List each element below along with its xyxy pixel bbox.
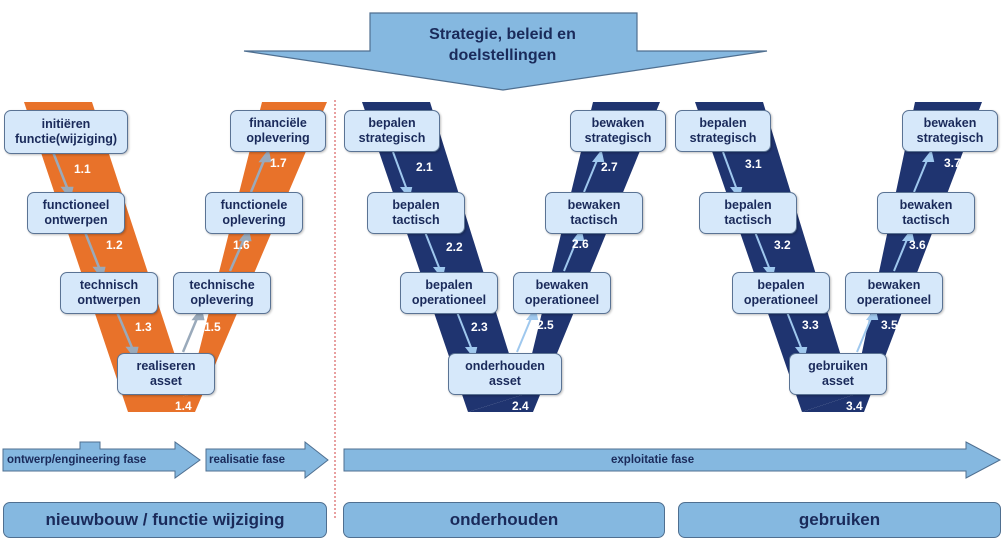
- step-number: 1.1: [74, 162, 91, 176]
- step-box[interactable]: technisch ontwerpen: [60, 272, 158, 314]
- step-label: technische oplevering: [189, 278, 255, 307]
- category-label: nieuwbouw / functie wijziging: [45, 510, 285, 529]
- step-label: financiële oplevering: [246, 116, 310, 145]
- phase-realisatie-label: realisatie fase: [209, 454, 286, 466]
- step-label: bewaken operationeel: [856, 278, 932, 307]
- category-gebruiken[interactable]: gebruiken: [678, 502, 1001, 538]
- strategy-title: Strategie, beleid en doelstellingen: [429, 26, 576, 64]
- step-box[interactable]: functionele oplevering: [205, 192, 303, 234]
- step-number: 2.5: [537, 318, 554, 332]
- step-box[interactable]: bewaken strategisch: [570, 110, 666, 152]
- step-box[interactable]: bewaken operationeel: [845, 272, 943, 314]
- step-number: 2.4: [512, 399, 529, 413]
- step-label: bepalen operationeel: [411, 278, 487, 307]
- step-label: bewaken operationeel: [524, 278, 600, 307]
- step-number: 1.4: [175, 399, 192, 413]
- step-label: bepalen strategisch: [689, 116, 757, 145]
- step-box[interactable]: gebruiken asset: [789, 353, 887, 395]
- step-number: 2.2: [446, 240, 463, 254]
- step-number: 3.1: [745, 157, 762, 171]
- step-box[interactable]: bewaken tactisch: [545, 192, 643, 234]
- phase-arrow-ontwerp-shape: [2, 441, 201, 479]
- step-label: bepalen operationeel: [743, 278, 819, 307]
- step-box[interactable]: bepalen tactisch: [367, 192, 465, 234]
- step-label: realiseren asset: [136, 359, 196, 388]
- step-label: bepalen tactisch: [724, 198, 772, 227]
- step-number: 1.5: [204, 320, 221, 334]
- step-number: 3.6: [909, 238, 926, 252]
- step-box[interactable]: bepalen tactisch: [699, 192, 797, 234]
- step-box[interactable]: initiëren functie(wijziging): [4, 110, 128, 154]
- step-label: technisch ontwerpen: [77, 278, 141, 307]
- phase-ontwerp-label: ontwerp/engineering fase: [7, 454, 147, 466]
- step-number: 1.3: [135, 320, 152, 334]
- step-box[interactable]: bewaken tactisch: [877, 192, 975, 234]
- category-nieuwbouw[interactable]: nieuwbouw / functie wijziging: [3, 502, 327, 538]
- category-onderhouden[interactable]: onderhouden: [343, 502, 665, 538]
- step-number: 3.7: [944, 156, 961, 170]
- v-shape-gebruiken: [695, 102, 982, 412]
- step-box[interactable]: financiële oplevering: [230, 110, 326, 152]
- step-label: functioneel ontwerpen: [42, 198, 110, 227]
- step-box[interactable]: bewaken operationeel: [513, 272, 611, 314]
- step-number: 3.4: [846, 399, 863, 413]
- step-number: 2.6: [572, 237, 589, 251]
- step-label: onderhouden asset: [465, 359, 545, 388]
- step-label: bewaken tactisch: [899, 198, 953, 227]
- step-number: 3.3: [802, 318, 819, 332]
- step-label: bepalen tactisch: [392, 198, 440, 227]
- step-label: bewaken tactisch: [567, 198, 621, 227]
- step-box[interactable]: onderhouden asset: [448, 353, 562, 395]
- step-label: initiëren functie(wijziging): [14, 117, 118, 146]
- category-label: gebruiken: [798, 510, 881, 529]
- step-number: 1.6: [233, 238, 250, 252]
- arrows-gebruiken: [722, 149, 935, 360]
- step-label: gebruiken asset: [808, 359, 868, 388]
- step-box[interactable]: bewaken strategisch: [902, 110, 998, 152]
- step-label: bepalen strategisch: [358, 116, 426, 145]
- step-box[interactable]: bepalen strategisch: [344, 110, 440, 152]
- step-box[interactable]: realiseren asset: [117, 353, 215, 395]
- step-number: 1.2: [106, 238, 123, 252]
- step-box[interactable]: bepalen strategisch: [675, 110, 771, 152]
- step-label: bewaken strategisch: [916, 116, 984, 145]
- step-number: 2.1: [416, 160, 433, 174]
- step-box[interactable]: functioneel ontwerpen: [27, 192, 125, 234]
- step-number: 3.5: [881, 318, 898, 332]
- v-shape-onderhouden: [362, 102, 660, 412]
- step-number: 2.3: [471, 320, 488, 334]
- step-number: 3.2: [774, 238, 791, 252]
- step-box[interactable]: bepalen operationeel: [400, 272, 498, 314]
- category-label: onderhouden: [449, 510, 559, 529]
- step-label: functionele oplevering: [220, 198, 288, 227]
- step-number: 1.7: [270, 156, 287, 170]
- step-box[interactable]: bepalen operationeel: [732, 272, 830, 314]
- step-number: 2.7: [601, 160, 618, 174]
- phase-arrow-exploitatie-shape: [343, 441, 1002, 479]
- strategy-arrow-shape: [243, 12, 768, 91]
- step-label: bewaken strategisch: [584, 116, 652, 145]
- phase-exploitatie-label: exploitatie fase: [611, 454, 695, 466]
- phase-arrow-realisatie-shape: [205, 440, 329, 480]
- step-box[interactable]: technische oplevering: [173, 272, 271, 314]
